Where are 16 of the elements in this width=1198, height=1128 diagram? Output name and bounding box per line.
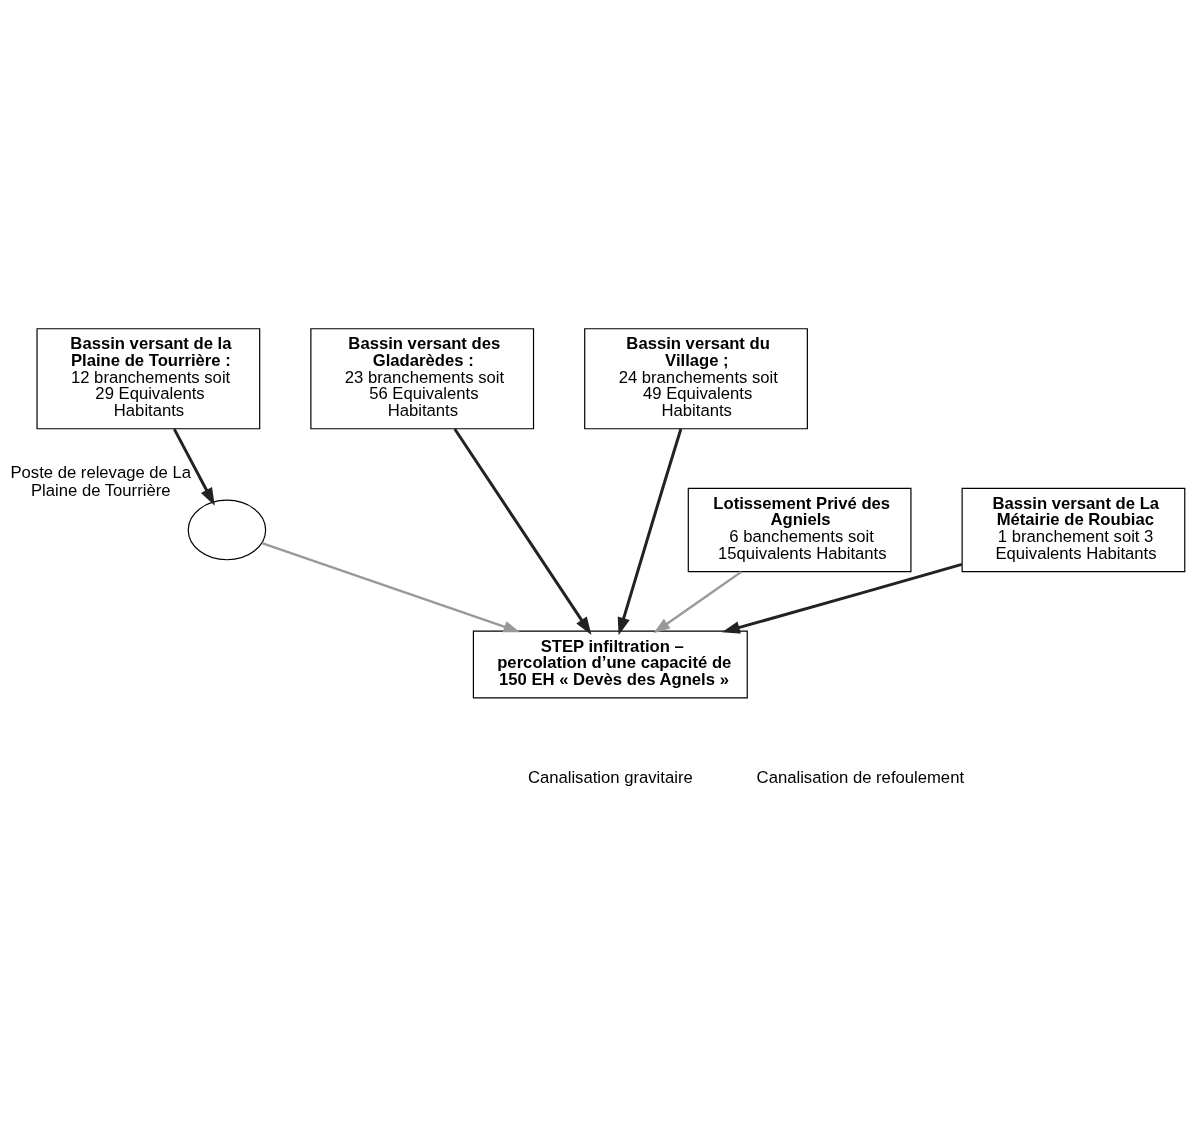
arrow: [261, 541, 521, 632]
arrow: [617, 428, 683, 635]
node-box: Bassin versant de la Plaine de Tourrière : 12 branchements soit 29 Equivalents Habitants: [36, 327, 261, 429]
legend-label: Canalisation gravitaire: [527, 767, 693, 787]
node-label: Poste de relevage de La Plaine de Tourrière: [10, 462, 192, 500]
node-circle: [187, 499, 267, 560]
arrow: [173, 427, 215, 506]
arrow: [653, 570, 742, 633]
node-box: STEP infiltration – percolation d’une capacité de 150 EH « Devès des Agnels »: [472, 630, 748, 698]
legend-label: Canalisation de refoulement: [756, 767, 965, 787]
node-box: Bassin versant du Village ; 24 branchements soit 49 Equivalents Habitants: [584, 327, 808, 429]
node-box: Lotissement Privé des Agniels 6 banchements soit 15quivalents Habitants: [687, 487, 912, 572]
node-box: Bassin versant de La Métairie de Roubiac 1 branchement soit 3 Equivalents Habitants: [961, 487, 1186, 572]
node-box: Bassin versant des Gladarèdes : 23 branchements soit 56 Equivalents Habitants: [310, 327, 535, 429]
arrow: [453, 427, 592, 635]
arrow: [721, 562, 963, 634]
